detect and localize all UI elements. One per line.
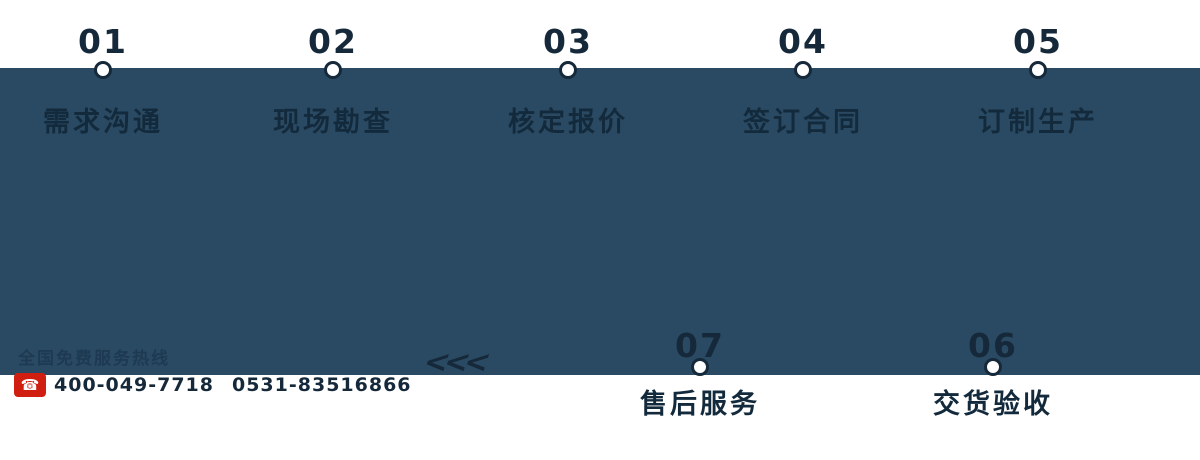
phone-number-secondary: 0531-83516866 [231, 374, 412, 396]
band-background [0, 68, 1200, 375]
step-node-icon [324, 61, 342, 79]
process-step-5: 05 订制生产 [948, 22, 1128, 162]
step-node-icon [984, 358, 1002, 376]
triple-left-chevron-icon: <<< [418, 345, 491, 380]
hotline-label: 全国免费服务热线 [18, 349, 170, 369]
step-node-icon [559, 61, 577, 79]
step-label: 售后服务 [640, 389, 760, 420]
process-step-6: 06 交货验收 [903, 326, 1083, 436]
process-step-3: 03 核定报价 [478, 22, 658, 162]
step-number: 04 [778, 22, 828, 61]
step-label: 现场勘查 [273, 107, 393, 138]
step-number: 05 [1013, 22, 1063, 61]
process-step-7: 07 售后服务 [610, 326, 790, 436]
step-label: 订制生产 [978, 107, 1098, 138]
contact-block: 全国免费服务热线 ☎ 400-049-7718 0531-83516866 [14, 344, 414, 397]
phone-number-primary: 400-049-7718 [54, 374, 214, 396]
phone-row: ☎ 400-049-7718 0531-83516866 [14, 373, 414, 397]
step-number: 03 [543, 22, 593, 61]
process-step-4: 04 签订合同 [713, 22, 893, 162]
step-node-icon [1029, 61, 1047, 79]
step-label: 需求沟通 [43, 107, 163, 138]
step-node-icon [691, 358, 709, 376]
step-node-icon [94, 61, 112, 79]
step-label: 签订合同 [743, 107, 863, 138]
step-node-icon [794, 61, 812, 79]
process-step-1: 01 需求沟通 [13, 22, 193, 162]
phone-icon: ☎ [14, 373, 46, 397]
step-label: 交货验收 [933, 389, 1053, 420]
step-number: 02 [308, 22, 358, 61]
step-number: 01 [78, 22, 128, 61]
process-step-2: 02 现场勘查 [243, 22, 423, 162]
step-label: 核定报价 [508, 107, 628, 138]
